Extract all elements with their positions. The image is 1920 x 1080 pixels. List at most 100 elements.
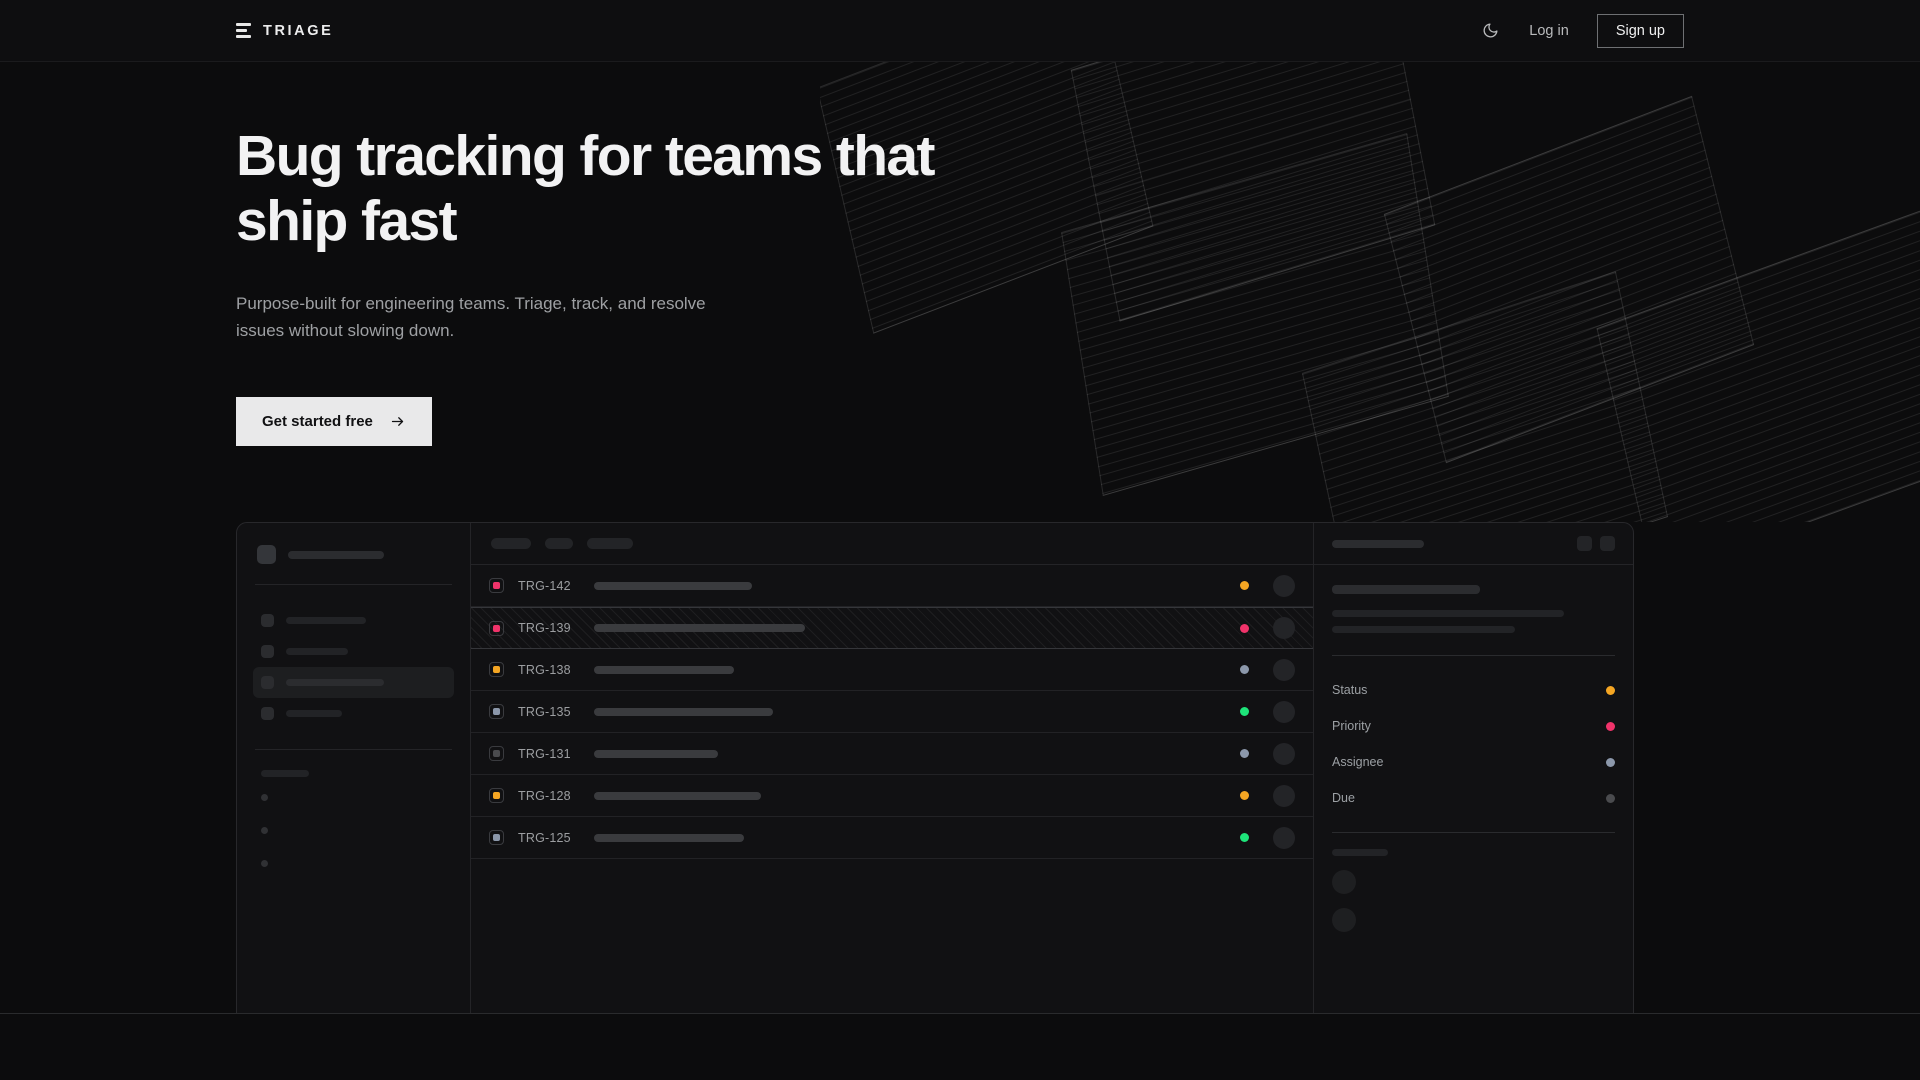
detail-field-label: Assignee — [1332, 755, 1384, 769]
avatar[interactable] — [1332, 908, 1356, 932]
issue-id: TRG-125 — [518, 830, 571, 845]
workspace-avatar — [257, 545, 276, 564]
status-badge — [1240, 749, 1249, 758]
issue-toolbar — [471, 523, 1313, 565]
sidebar-item-icon — [261, 676, 274, 689]
priority-icon — [489, 830, 504, 845]
sidebar-item-icon — [261, 614, 274, 627]
issue-title-placeholder — [594, 749, 718, 758]
table-row[interactable]: TRG-135 — [471, 691, 1313, 733]
priority-icon — [489, 788, 504, 803]
detail-field-status[interactable]: Status — [1332, 672, 1615, 708]
sidebar-divider — [255, 749, 452, 750]
table-row[interactable]: TRG-131 — [471, 733, 1313, 775]
sidebar-subitem-2[interactable] — [253, 847, 454, 880]
sidebar-item-0[interactable] — [253, 605, 454, 636]
workspace-switcher[interactable] — [253, 541, 454, 564]
priority-icon — [489, 662, 504, 677]
sidebar-subitem-bullet-icon — [261, 794, 268, 801]
sidebar-item-3[interactable] — [253, 698, 454, 729]
status-badge — [1240, 707, 1249, 716]
moon-icon[interactable] — [1479, 20, 1501, 42]
issue-title-placeholder — [594, 665, 734, 674]
issue-id: TRG-142 — [518, 578, 571, 593]
issue-title-placeholder — [594, 791, 761, 800]
sidebar-item-icon — [261, 707, 274, 720]
workspace-name-placeholder — [288, 550, 384, 559]
sidebar-item-label — [286, 679, 384, 686]
status-badge — [1240, 623, 1249, 633]
detail-footer-label — [1332, 849, 1388, 856]
detail-field-label: Due — [1332, 791, 1355, 805]
hero-section: Bug tracking for teams that ship fast Pu… — [0, 62, 1920, 446]
sidebar-divider — [255, 584, 452, 585]
hero-subtitle: Purpose-built for engineering teams. Tri… — [236, 293, 706, 341]
detail-field-label: Priority — [1332, 719, 1371, 733]
page-title: Bug tracking for teams that ship fast — [236, 124, 936, 253]
table-row[interactable]: TRG-138 — [471, 649, 1313, 691]
page-bottom-rule — [0, 1013, 1920, 1014]
sidebar-section-label — [261, 770, 309, 777]
detail-header — [1314, 523, 1633, 565]
sidebar-subitem-bullet-icon — [261, 827, 268, 834]
detail-field-assignee[interactable]: Assignee — [1332, 744, 1615, 780]
detail-field-value-dot — [1606, 793, 1615, 803]
detail-field-priority[interactable]: Priority — [1332, 708, 1615, 744]
arrow-right-icon — [391, 417, 403, 426]
detail-field-value-dot — [1606, 685, 1615, 695]
issue-title-placeholder — [594, 581, 752, 590]
triage-bars-icon — [236, 23, 251, 38]
sidebar-item-label — [286, 710, 342, 717]
status-badge — [1240, 665, 1249, 674]
avatar — [1273, 574, 1295, 597]
issue-id: TRG-128 — [518, 788, 571, 803]
status-badge — [1240, 791, 1249, 800]
issue-title-placeholder — [594, 707, 773, 716]
sidebar-item-label — [286, 648, 348, 655]
sidebar-item-label — [286, 617, 366, 624]
toolbar-control-2[interactable] — [587, 538, 633, 549]
login-link[interactable]: Log in — [1529, 22, 1569, 39]
avatar — [1273, 658, 1295, 681]
brand-logo[interactable]: TRIAGE — [236, 23, 333, 39]
toolbar-control-0[interactable] — [491, 538, 531, 549]
issue-title-placeholder — [594, 624, 805, 632]
detail-header-title-placeholder — [1332, 539, 1424, 548]
sidebar-item-1[interactable] — [253, 636, 454, 667]
toolbar-control-1[interactable] — [545, 538, 573, 549]
priority-icon — [489, 704, 504, 719]
signup-button[interactable]: Sign up — [1596, 13, 1684, 48]
detail-field-label: Status — [1332, 683, 1368, 697]
get-started-label: Get started free — [262, 413, 373, 430]
detail-field-due[interactable]: Due — [1332, 780, 1615, 816]
status-badge — [1240, 581, 1249, 590]
table-row[interactable]: TRG-128 — [471, 775, 1313, 817]
sidebar-item-2[interactable] — [253, 667, 454, 698]
avatar — [1273, 700, 1295, 723]
sidebar-subitem-0[interactable] — [253, 781, 454, 814]
priority-icon — [489, 620, 504, 636]
priority-icon — [489, 578, 504, 593]
issue-id: TRG-138 — [518, 662, 571, 677]
table-row[interactable]: TRG-125 — [471, 817, 1313, 859]
avatar[interactable] — [1332, 870, 1356, 894]
table-row[interactable]: TRG-142 — [471, 565, 1313, 607]
detail-field-value-dot — [1606, 721, 1615, 731]
detail-field-value-dot — [1606, 757, 1615, 767]
avatar — [1273, 617, 1295, 639]
avatar — [1273, 742, 1295, 765]
detail-action-button-1[interactable] — [1600, 536, 1615, 551]
sidebar-subitem-1[interactable] — [253, 814, 454, 847]
detail-action-button-0[interactable] — [1577, 536, 1592, 551]
table-row[interactable]: TRG-139 — [471, 607, 1313, 649]
get-started-button[interactable]: Get started free — [236, 397, 432, 446]
top-navbar: TRIAGE Log in Sign up — [0, 0, 1920, 62]
brand-name: TRIAGE — [263, 22, 334, 39]
status-badge — [1240, 833, 1249, 842]
avatar — [1273, 784, 1295, 807]
